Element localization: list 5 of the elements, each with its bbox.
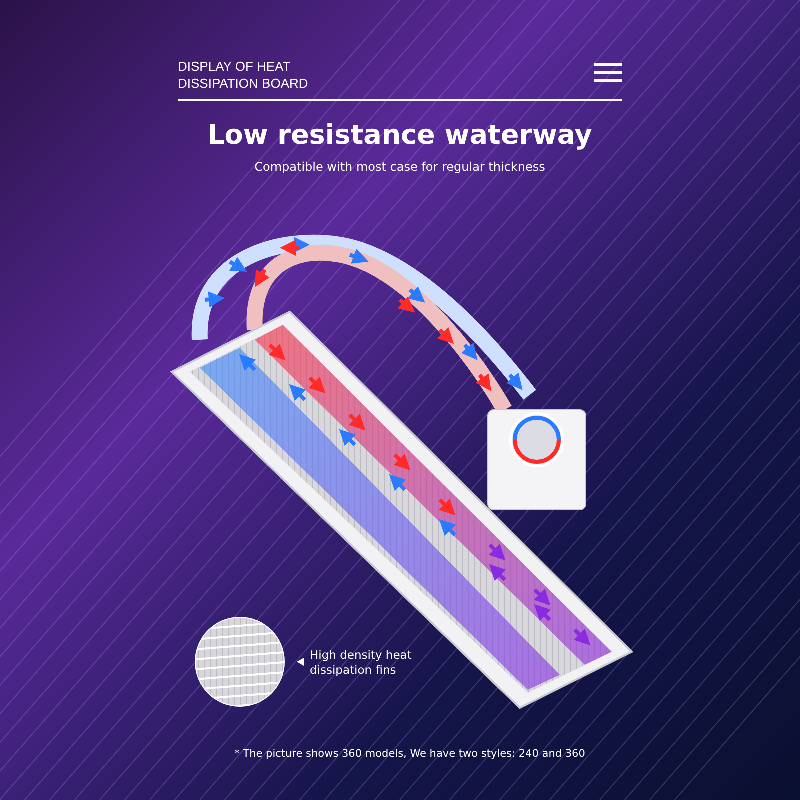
section-heading: DISPLAY OF HEAT DISSIPATION BOARD: [178, 58, 310, 92]
fins-caption: High density heat dissipation fins: [310, 648, 413, 678]
page-title: Low resistance waterway: [206, 120, 594, 151]
subtitle: Compatible with most case for regular thickness: [254, 160, 546, 174]
footnote: * The picture shows 360 models, We have two styles: 240 and 360: [234, 748, 586, 760]
